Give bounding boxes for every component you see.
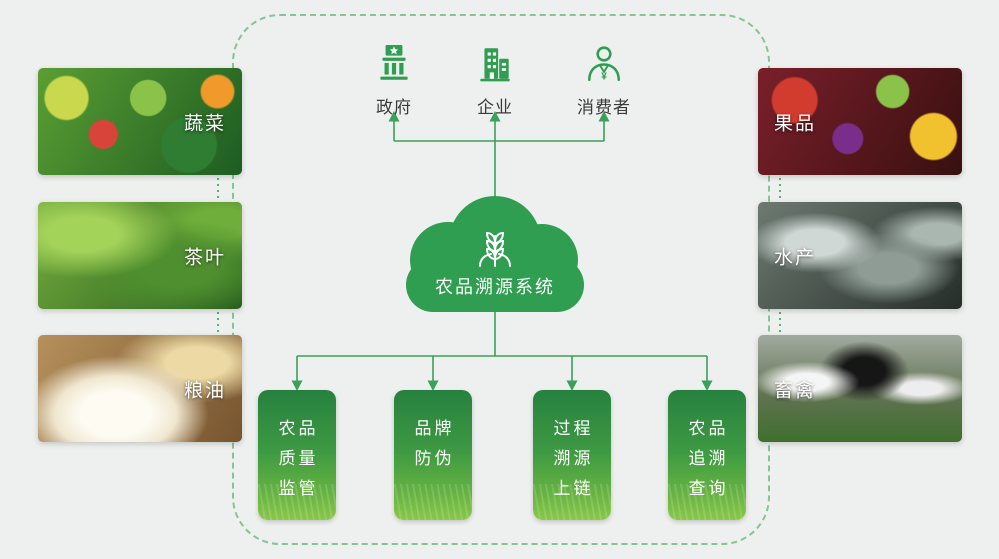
system-title: 农品溯源系统: [435, 277, 555, 297]
stakeholder-label-enterprise: 企业: [477, 98, 513, 117]
stakeholder-label-consumer: 消费者: [577, 98, 631, 117]
wheat-icon: [471, 230, 519, 268]
function-quality-supervision: 农品 质量 监管: [258, 390, 336, 520]
enterprise-icon: [475, 44, 515, 84]
tea-photo: [38, 202, 242, 309]
category-label-livestock: 畜禽: [774, 380, 817, 401]
aquatic-photo: [758, 202, 962, 309]
function-line: 过程: [553, 419, 594, 438]
category-label-tea: 茶叶: [183, 247, 226, 268]
function-line: 追溯: [688, 449, 729, 468]
livestock-photo: [758, 335, 962, 442]
fruits-photo: [758, 68, 962, 175]
category-label-fruits: 果品: [774, 113, 817, 134]
stakeholder-label-government: 政府: [376, 98, 412, 117]
function-trace-query: 农品 追溯 查询: [668, 390, 746, 520]
category-card-livestock: 畜禽: [758, 335, 962, 442]
function-brand-anti-counterfeit: 品牌 防伪: [394, 390, 472, 520]
grain-photo: [38, 335, 242, 442]
stakeholder-government: 政府: [349, 44, 439, 118]
vegetables-photo: [38, 68, 242, 175]
traceability-cloud: 农品溯源系统: [390, 196, 600, 312]
category-label-vegetables: 蔬菜: [183, 113, 226, 134]
function-line: 农品: [278, 419, 319, 438]
category-card-vegetables: 蔬菜: [38, 68, 242, 175]
function-line: 上链: [553, 479, 594, 498]
category-label-grain-oil: 粮油: [183, 380, 226, 401]
consumer-icon: ¥: [584, 44, 624, 84]
function-line: 查询: [688, 479, 729, 498]
function-line: 农品: [688, 419, 729, 438]
function-line: 溯源: [553, 449, 594, 468]
stakeholder-consumer: ¥ 消费者: [559, 44, 649, 118]
stakeholder-enterprise: 企业: [450, 44, 540, 118]
category-card-grain-oil: 粮油: [38, 335, 242, 442]
svg-text:¥: ¥: [601, 70, 607, 82]
function-line: 品牌: [414, 419, 455, 438]
function-process-trace-onchain: 过程 溯源 上链: [533, 390, 611, 520]
function-line: 防伪: [414, 449, 455, 468]
category-label-aquatic: 水产: [774, 247, 817, 268]
function-line: 质量: [278, 449, 319, 468]
category-card-aquatic: 水产: [758, 202, 962, 309]
category-card-fruits: 果品: [758, 68, 962, 175]
function-line: 监管: [278, 479, 319, 498]
government-icon: [374, 44, 414, 84]
category-card-tea: 茶叶: [38, 202, 242, 309]
